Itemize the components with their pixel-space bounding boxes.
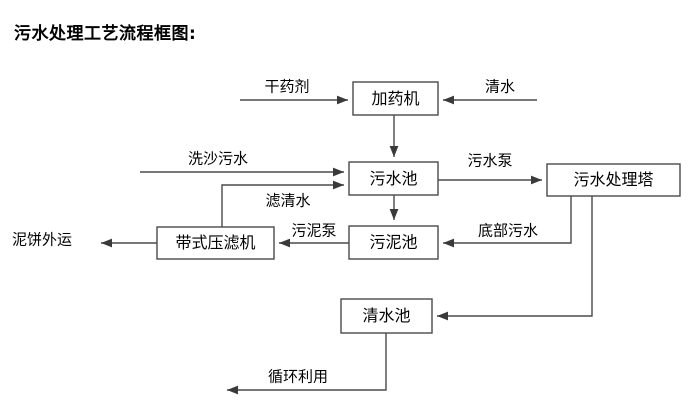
edge-tower-to-clear-water-line — [437, 196, 593, 321]
node-treatment-tower[interactable]: 污水处理塔 — [546, 163, 681, 197]
edge-tower-to-clear-water — [437, 196, 593, 321]
edge-filtered-clear-water-line — [221, 180, 344, 227]
edge-recycle-use-line — [227, 333, 387, 395]
edge-dry-reagent: 干药剂 — [240, 78, 348, 105]
edge-sludge-pump: 污泥泵 — [279, 222, 349, 248]
edge-sewage-pump-label: 污水泵 — [467, 152, 512, 170]
node-sludge-pool[interactable]: 污泥池 — [348, 225, 439, 260]
edge-filtered-clear-water: 滤清水 — [221, 180, 344, 227]
node-clear-water-pool[interactable]: 清水池 — [340, 298, 433, 334]
edge-bottom-sewage-line — [443, 196, 572, 248]
edge-recycle-use: 循环利用 — [227, 333, 387, 395]
node-dosing-machine-label: 加药机 — [371, 89, 419, 108]
node-treatment-tower-label: 污水处理塔 — [573, 170, 653, 189]
edge-bottom-sewage: 底部污水 — [443, 196, 572, 248]
node-sludge-pool-label: 污泥池 — [369, 233, 417, 252]
node-treatment-tower-box[interactable] — [546, 163, 681, 197]
edge-clean-water-in: 清水 — [443, 78, 537, 105]
edge-dry-reagent-label: 干药剂 — [264, 78, 309, 96]
edge-bottom-sewage-label: 底部污水 — [478, 222, 538, 240]
node-sludge-pool-box[interactable] — [348, 225, 439, 260]
node-dosing-machine[interactable]: 加药机 — [352, 81, 439, 116]
edge-filtered-clear-water-label: 滤清水 — [265, 192, 310, 210]
edge-mud-cake-out: 泥饼外运 — [12, 231, 157, 249]
node-belt-filter-press-box[interactable] — [156, 226, 275, 260]
node-clear-water-pool-label: 清水池 — [362, 306, 410, 325]
node-sewage-pool-label: 污水池 — [369, 169, 417, 188]
edge-clean-water-in-label: 清水 — [485, 78, 515, 96]
edge-sand-wash-sewage-label: 洗沙污水 — [188, 150, 248, 168]
node-clear-water-pool-box[interactable] — [340, 298, 433, 334]
node-belt-filter-press-label: 带式压滤机 — [175, 233, 255, 252]
node-belt-filter-press[interactable]: 带式压滤机 — [156, 226, 275, 260]
edge-sludge-pump-label: 污泥泵 — [291, 222, 336, 240]
edge-sand-wash-sewage: 洗沙污水 — [140, 150, 344, 177]
edge-mud-cake-out-label: 泥饼外运 — [12, 231, 72, 249]
node-sewage-pool-box[interactable] — [348, 161, 439, 196]
page-title: 污水处理工艺流程框图: — [14, 24, 197, 44]
edge-recycle-use-label: 循环利用 — [268, 368, 328, 386]
edge-sewage-pump: 污水泵 — [438, 152, 542, 185]
node-dosing-machine-box[interactable] — [352, 81, 439, 116]
node-sewage-pool[interactable]: 污水池 — [348, 161, 439, 196]
